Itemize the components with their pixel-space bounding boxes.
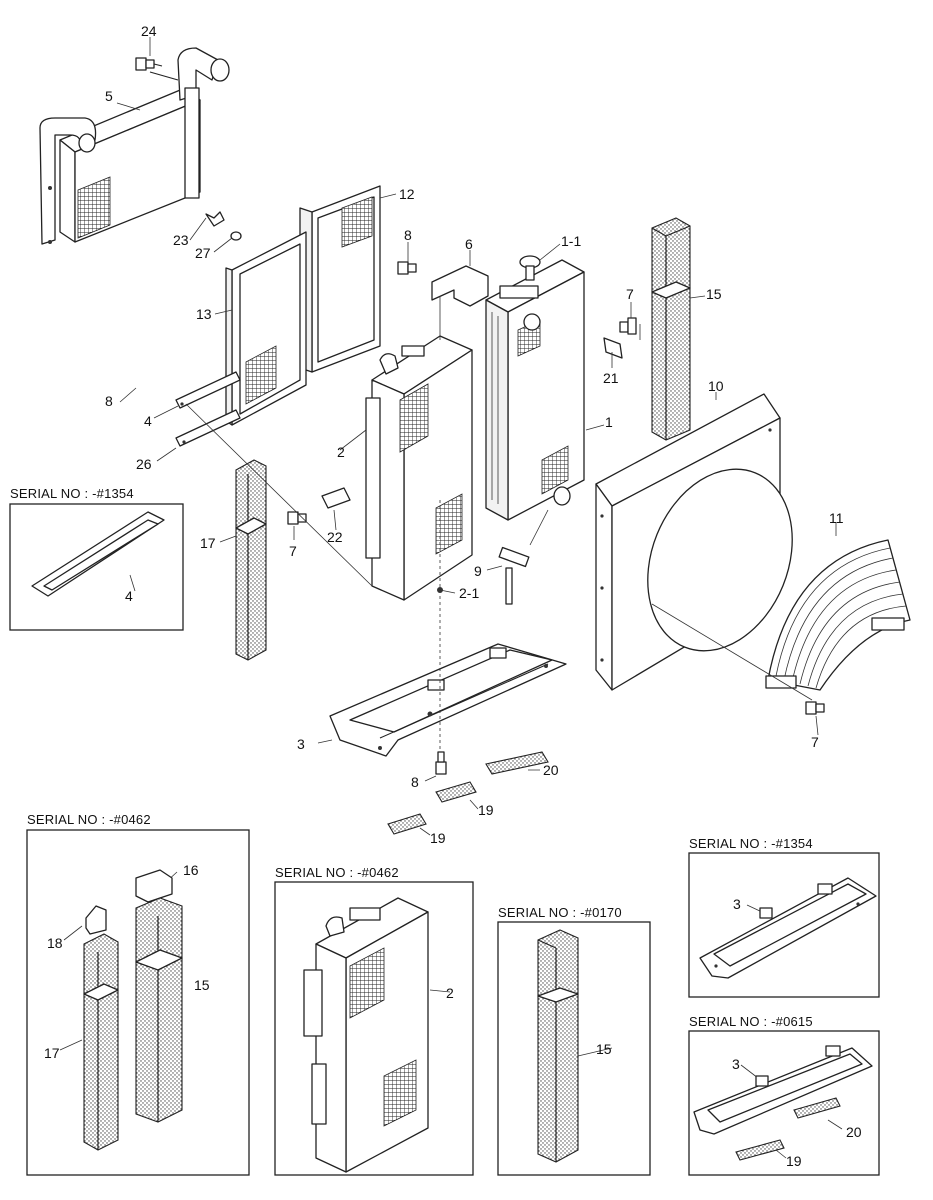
base-bracket-part-3 xyxy=(329,643,567,757)
label-4: 4 xyxy=(144,413,152,429)
seal-part-15-top xyxy=(651,217,691,441)
pad-part-19-a xyxy=(435,781,477,803)
fan-guard-part-11 xyxy=(765,539,911,691)
inset-serial-1354-left xyxy=(9,503,184,631)
label-7-left: 7 xyxy=(289,543,297,559)
callout-labels: 24 5 12 23 27 13 8 6 1-1 7 15 21 8 4 26 … xyxy=(44,23,862,1169)
pad-part-20 xyxy=(485,751,549,775)
bolt-part-24 xyxy=(135,57,163,71)
label-13: 13 xyxy=(196,306,212,322)
shroud-part-10 xyxy=(595,393,793,691)
inset-serial-0170 xyxy=(497,921,651,1176)
bracket-part-21 xyxy=(603,337,623,359)
bolt-part-7-left xyxy=(287,511,307,525)
label-3-inset-1354: 3 xyxy=(733,896,741,912)
label-1: 1 xyxy=(605,414,613,430)
label-16: 16 xyxy=(183,862,199,878)
serial-caption-0462-mid: SERIAL NO : -#0462 xyxy=(275,865,399,880)
inset-serial-1354-right xyxy=(688,852,880,998)
label-19-a: 19 xyxy=(478,802,494,818)
label-20-inset: 20 xyxy=(846,1124,862,1140)
label-10: 10 xyxy=(708,378,724,394)
label-19-inset: 19 xyxy=(786,1153,802,1169)
label-8-left: 8 xyxy=(105,393,113,409)
label-7-bottom: 7 xyxy=(811,734,819,750)
serial-caption-0170: SERIAL NO : -#0170 xyxy=(498,905,622,920)
label-2-inset: 2 xyxy=(446,985,454,1001)
label-2-1: 2-1 xyxy=(459,585,479,601)
pad-part-19-b xyxy=(387,813,427,835)
label-5: 5 xyxy=(105,88,113,104)
label-12: 12 xyxy=(399,186,415,202)
label-1-1: 1-1 xyxy=(561,233,581,249)
label-3: 3 xyxy=(297,736,305,752)
screen-part-12 xyxy=(299,185,381,373)
oil-cooler-part-2 xyxy=(365,335,473,601)
clamp-part-22 xyxy=(321,487,351,509)
label-15-top: 15 xyxy=(706,286,722,302)
label-2: 2 xyxy=(337,444,345,460)
label-7-top: 7 xyxy=(626,286,634,302)
serial-caption-1354-right: SERIAL NO : -#1354 xyxy=(689,836,813,851)
label-19-b: 19 xyxy=(430,830,446,846)
serial-caption-0462-left: SERIAL NO : -#0462 xyxy=(27,812,151,827)
intercooler-part-5 xyxy=(39,47,230,245)
label-20: 20 xyxy=(543,762,559,778)
cap-part-1-1 xyxy=(519,255,541,281)
label-17-top: 17 xyxy=(200,535,216,551)
label-17-inset: 17 xyxy=(44,1045,60,1061)
seal-part-17-top xyxy=(235,459,267,661)
inset-serial-0462-mid xyxy=(274,881,474,1176)
bracket-part-6 xyxy=(431,265,489,307)
serial-captions: SERIAL NO : -#1354 SERIAL NO : -#0462 SE… xyxy=(10,486,813,1029)
inset-serial-0462-left xyxy=(26,829,250,1176)
label-27: 27 xyxy=(195,245,211,261)
guide-lines xyxy=(185,296,813,750)
bracket-part-4-26 xyxy=(175,371,241,447)
serial-caption-1354-left: SERIAL NO : -#1354 xyxy=(10,486,134,501)
label-8-top: 8 xyxy=(404,227,412,243)
label-4-inset: 4 xyxy=(125,588,133,604)
label-18: 18 xyxy=(47,935,63,951)
label-15-inset-0170: 15 xyxy=(596,1041,612,1057)
serial-caption-0615: SERIAL NO : -#0615 xyxy=(689,1014,813,1029)
label-23: 23 xyxy=(173,232,189,248)
inset-serial-0615 xyxy=(688,1030,880,1176)
bolt-part-7-top xyxy=(619,317,637,335)
bolt-part-7-bottom xyxy=(805,701,825,715)
label-9: 9 xyxy=(474,563,482,579)
label-22: 22 xyxy=(327,529,343,545)
wing-bolt-part-23-27 xyxy=(205,211,242,241)
label-21: 21 xyxy=(603,370,619,386)
bolt-part-8-top xyxy=(397,261,417,275)
label-3-inset-0615: 3 xyxy=(732,1056,740,1072)
screen-part-13 xyxy=(225,231,307,426)
radiator-part-1 xyxy=(485,259,585,521)
label-26: 26 xyxy=(136,456,152,472)
drain-valve-part-9 xyxy=(498,546,530,605)
label-24: 24 xyxy=(141,23,157,39)
label-6: 6 xyxy=(465,236,473,252)
label-8-bottom: 8 xyxy=(411,774,419,790)
label-11: 11 xyxy=(829,510,844,526)
bolt-part-8-bottom xyxy=(435,751,447,775)
label-15-inset: 15 xyxy=(194,977,210,993)
